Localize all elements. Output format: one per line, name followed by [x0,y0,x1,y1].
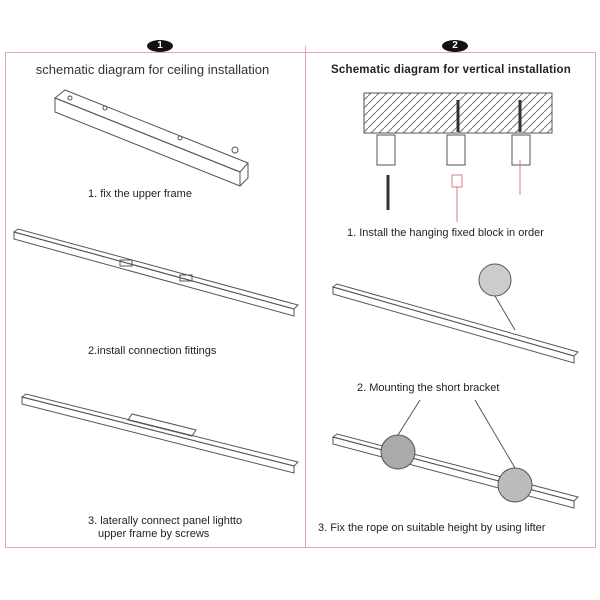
ceiling-step-1-caption: 1. fix the upper frame [88,188,192,200]
rope-lifter-illustration [331,399,579,509]
upper-frame-illustration [54,89,249,187]
ceiling-step-2-caption: 2.install connection fittings [88,345,217,357]
ceiling-step-3-caption-line2: upper frame by screws [98,528,210,540]
panel-light-with-fittings [12,228,299,317]
ceiling-section-title: schematic diagram for ceiling installati… [35,62,270,77]
vertical-section-title: Schematic diagram for vertical installat… [331,64,571,76]
ceiling-block-illustration [363,92,553,222]
vertical-step-1-caption: 1. Install the hanging fixed block in or… [347,227,544,239]
vertical-step-3-caption: 3. Fix the rope on suitable height by us… [318,522,546,534]
step-badge-2: 2 [442,40,468,52]
ceiling-step-3-caption: 3. laterally connect panel lightto [88,515,243,527]
step-badge-1: 1 [147,40,173,52]
vertical-step-2-caption: 2. Mounting the short bracket [357,382,500,394]
diagram-frame [5,52,596,548]
section-divider [305,46,306,548]
panel-light-connected [20,393,299,474]
short-bracket-illustration [331,263,579,364]
